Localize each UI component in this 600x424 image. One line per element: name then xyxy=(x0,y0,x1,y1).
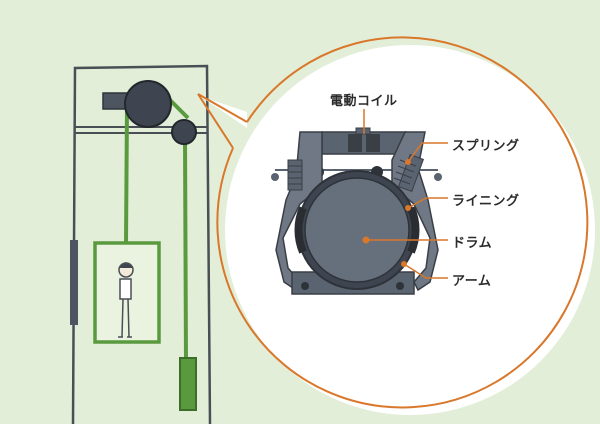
right-lining xyxy=(407,206,420,254)
brake-assembly xyxy=(271,127,442,295)
shaft-door xyxy=(70,240,78,325)
traction-machine xyxy=(102,80,197,145)
leader-lines xyxy=(363,109,448,279)
elevator-car xyxy=(93,241,161,344)
sheave-wheel xyxy=(124,80,172,128)
leader-dots xyxy=(362,159,411,267)
passenger-figure xyxy=(118,262,134,338)
counterweight xyxy=(179,357,197,411)
left-lining xyxy=(294,206,307,254)
callout-pointer xyxy=(197,93,234,149)
label-lining: ライニング xyxy=(452,194,520,209)
coil-housing xyxy=(321,131,407,155)
label-spring: スプリング xyxy=(452,139,520,154)
left-spring xyxy=(287,159,303,191)
label-coil: 電動コイル xyxy=(330,94,398,109)
label-drum: ドラム xyxy=(452,236,493,251)
deflector-pulley xyxy=(171,119,197,145)
label-arm: アーム xyxy=(452,274,492,289)
